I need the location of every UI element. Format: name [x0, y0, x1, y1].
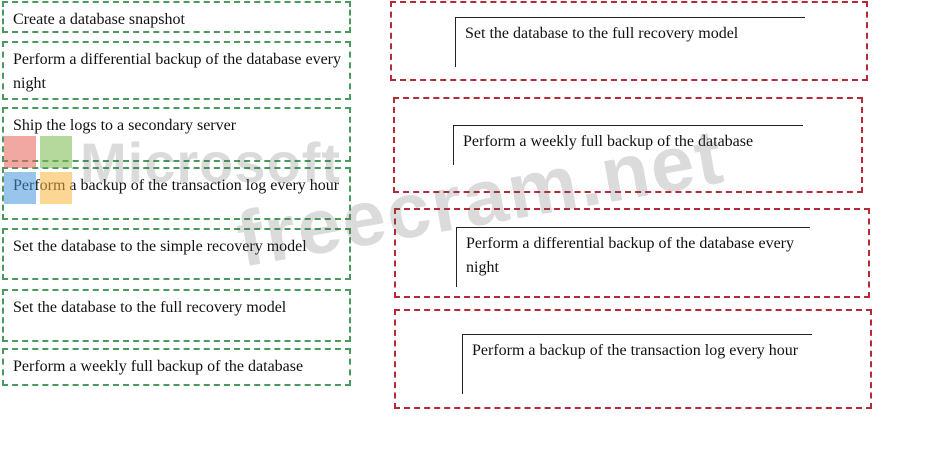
placed-answer-label: Perform a backup of the transaction log …: [472, 342, 799, 359]
source-item-simple-recovery[interactable]: Set the database to the simple recovery …: [2, 228, 351, 280]
source-item-differential-backup[interactable]: Perform a differential backup of the dat…: [2, 41, 351, 100]
source-item-create-snapshot[interactable]: Create a database snapshot: [2, 1, 351, 33]
placed-answer-label: Perform a differential backup of the dat…: [466, 235, 794, 276]
placed-answer-transaction-log-backup[interactable]: Perform a backup of the transaction log …: [462, 334, 812, 394]
source-item-label: Ship the logs to a secondary server: [13, 117, 237, 134]
source-item-label: Set the database to the simple recovery …: [13, 238, 307, 255]
placed-answer-label: Set the database to the full recovery mo…: [465, 25, 739, 42]
source-item-transaction-log-backup[interactable]: Perform a backup of the transaction log …: [2, 167, 351, 220]
source-item-label: Perform a backup of the transaction log …: [13, 177, 340, 194]
source-item-label: Perform a differential backup of the dat…: [13, 51, 341, 92]
answer-slot-4[interactable]: Perform a backup of the transaction log …: [394, 309, 872, 409]
source-item-weekly-full-backup[interactable]: Perform a weekly full backup of the data…: [2, 348, 351, 386]
source-item-label: Create a database snapshot: [13, 11, 185, 28]
answer-slot-1[interactable]: Set the database to the full recovery mo…: [390, 1, 868, 81]
placed-answer-differential-backup[interactable]: Perform a differential backup of the dat…: [456, 227, 810, 287]
placed-answer-label: Perform a weekly full backup of the data…: [463, 133, 754, 150]
source-item-ship-logs[interactable]: Ship the logs to a secondary server: [2, 107, 351, 162]
source-item-full-recovery[interactable]: Set the database to the full recovery mo…: [2, 289, 351, 342]
answer-slot-3[interactable]: Perform a differential backup of the dat…: [394, 208, 870, 298]
source-item-label: Perform a weekly full backup of the data…: [13, 358, 304, 375]
placed-answer-full-recovery[interactable]: Set the database to the full recovery mo…: [455, 17, 805, 67]
placed-answer-weekly-full-backup[interactable]: Perform a weekly full backup of the data…: [453, 125, 803, 165]
answer-slot-2[interactable]: Perform a weekly full backup of the data…: [393, 97, 863, 193]
source-item-label: Set the database to the full recovery mo…: [13, 299, 287, 316]
